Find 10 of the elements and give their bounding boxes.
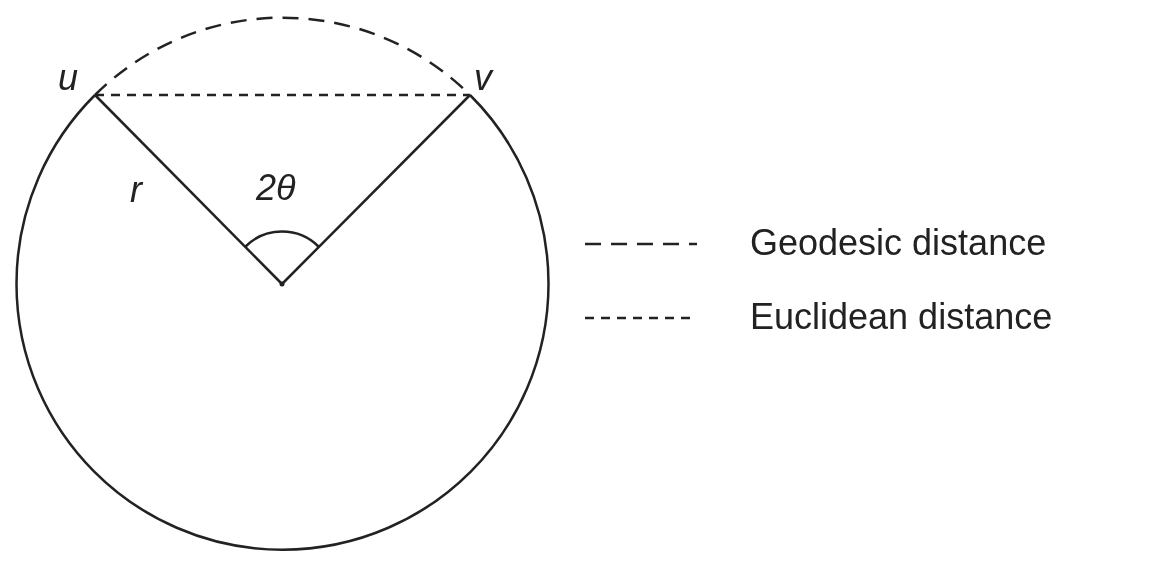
radius-line <box>94 94 283 285</box>
radius-line <box>281 94 471 285</box>
point-label: u <box>58 58 79 98</box>
legend-text: Euclidean distance <box>750 297 1053 337</box>
point-label: v <box>474 58 492 98</box>
dashed-line <box>95 93 470 97</box>
angle-label: 2θ <box>256 168 296 208</box>
legend-text: Geodesic distance <box>750 223 1047 263</box>
center-point <box>279 281 285 287</box>
edge-label: r <box>130 170 142 210</box>
